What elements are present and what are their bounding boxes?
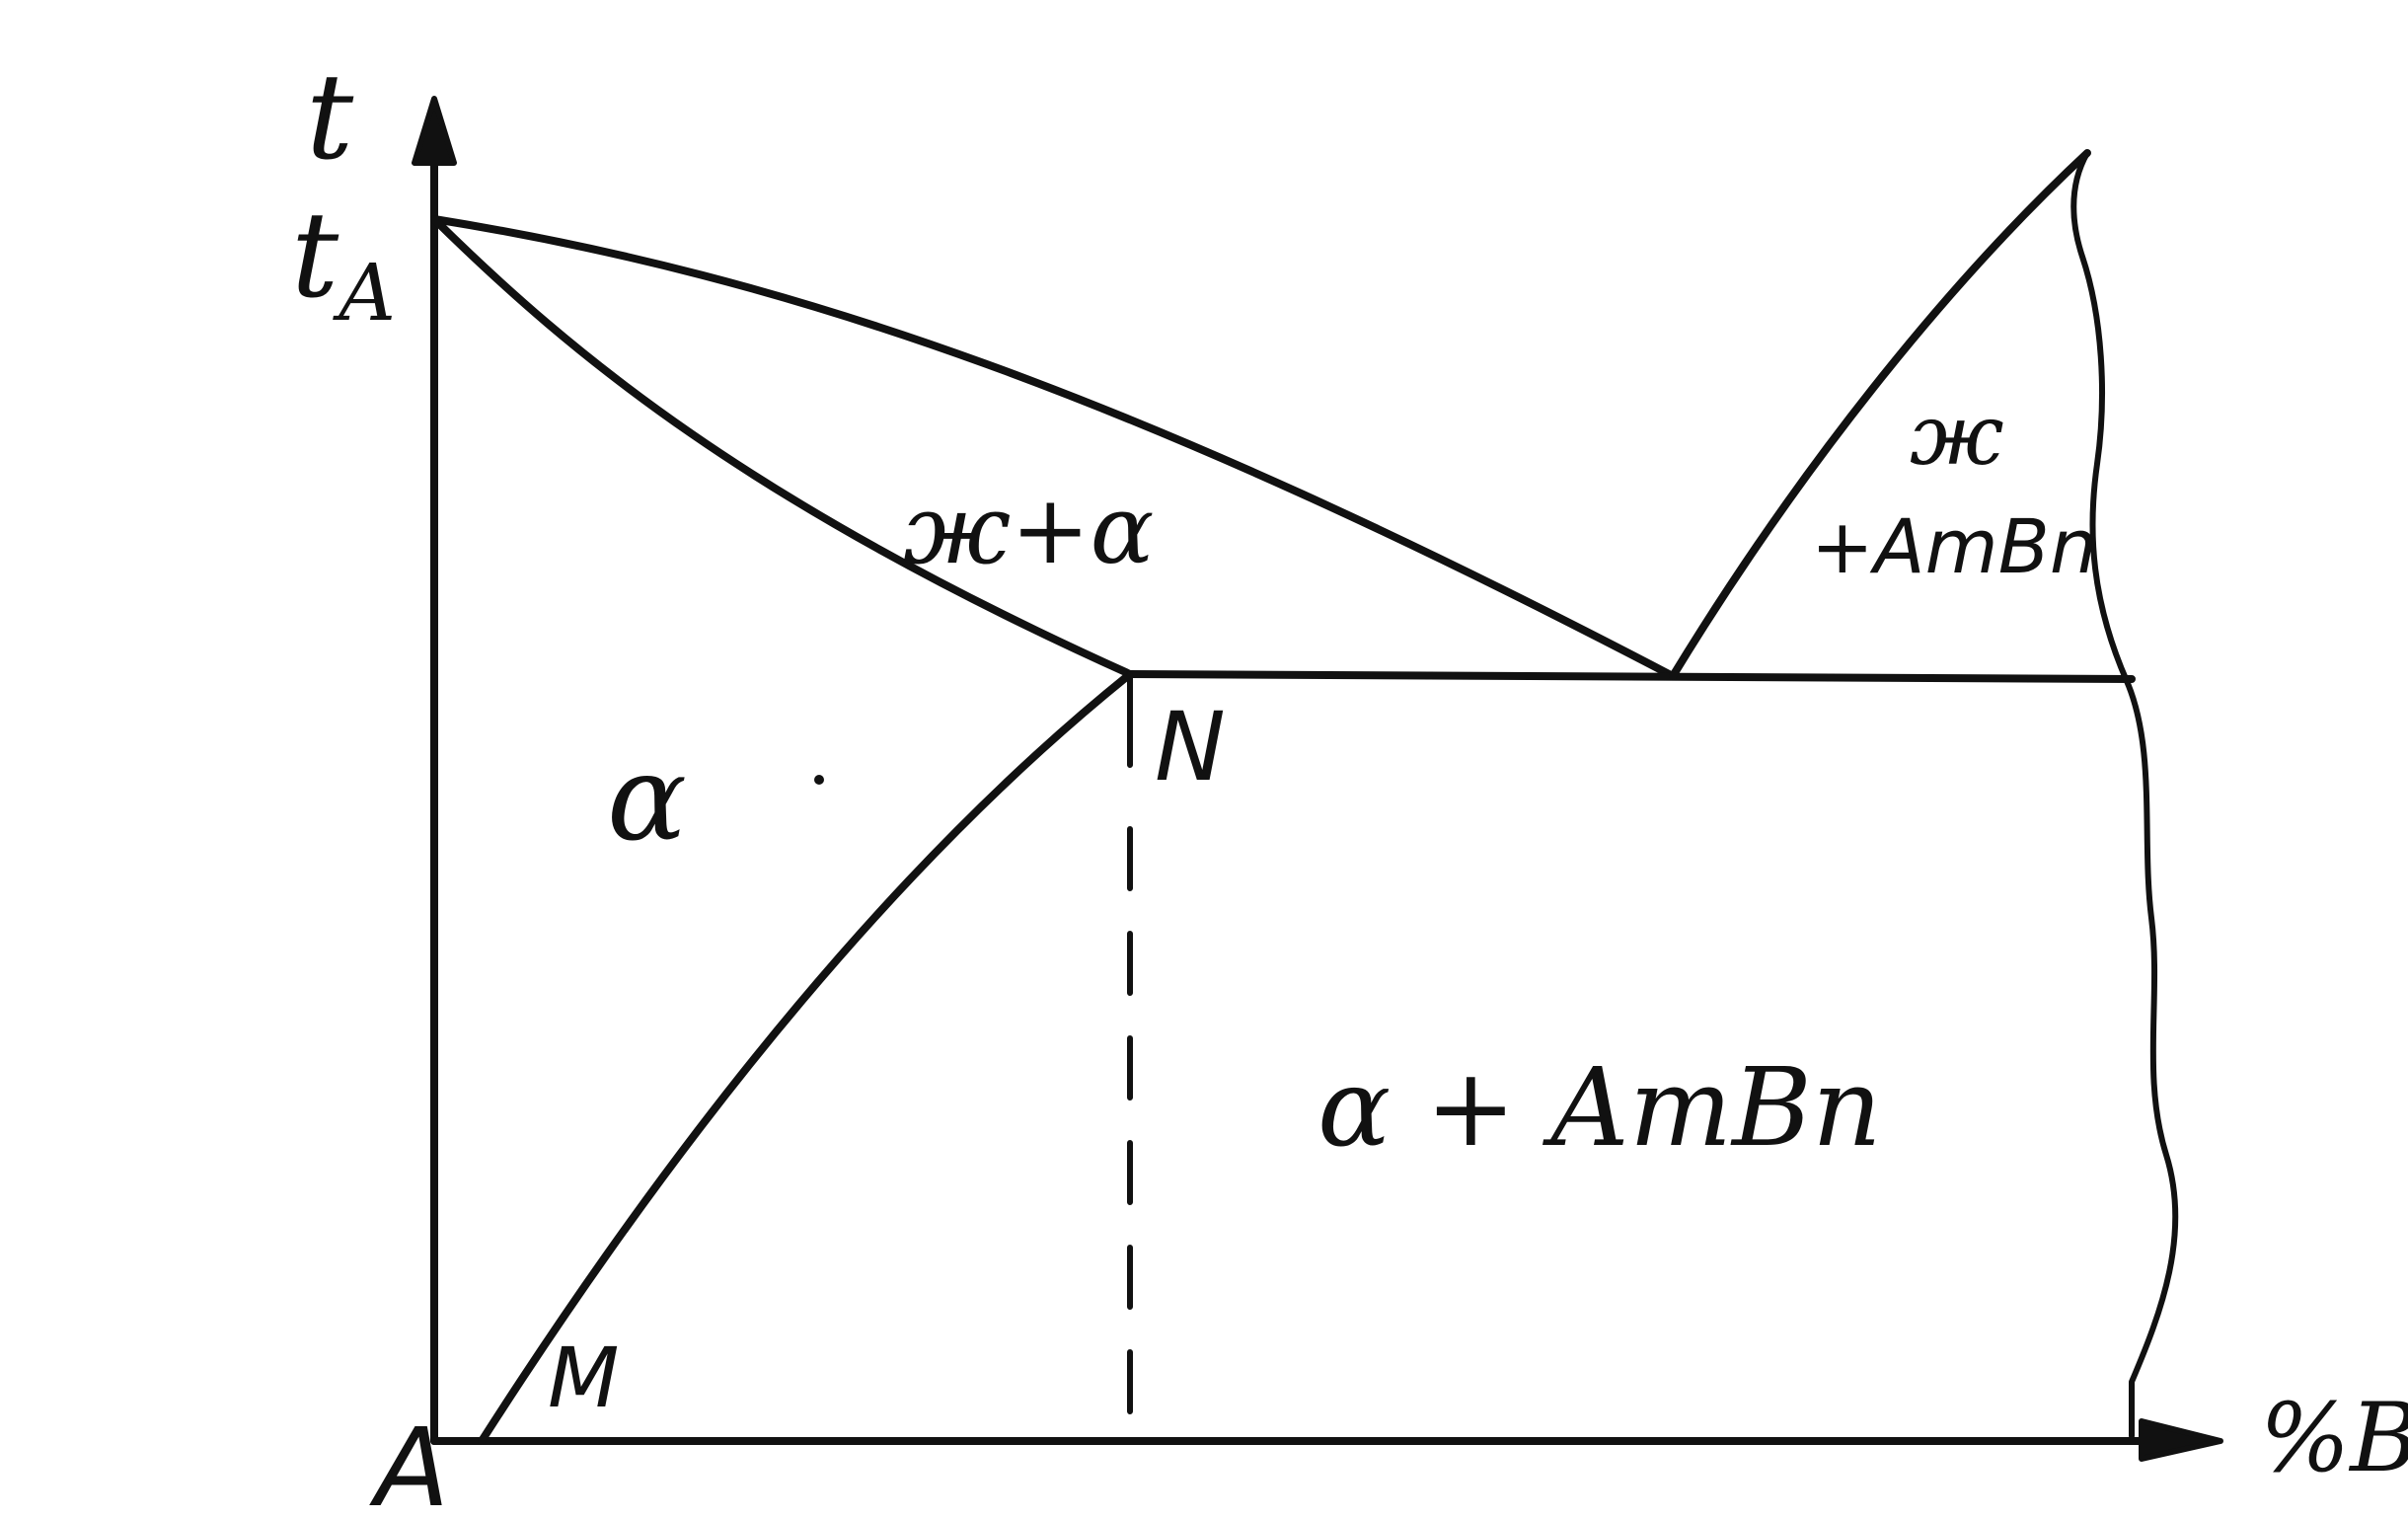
solidus-curve	[430, 215, 1134, 678]
y-axis-arrow	[412, 96, 457, 166]
liquidus-compound-curve	[1669, 149, 2091, 680]
region-liquid-alpha-part2: +α	[1011, 475, 1154, 585]
t-a-subscript: A	[332, 247, 396, 339]
region-liquid-compound-top: ж	[1910, 387, 2003, 484]
t-a-main: t	[291, 188, 339, 325]
break-line	[2070, 150, 2179, 1439]
region-liquid-compound-bottom: +AmBn	[1811, 502, 2097, 590]
y-axis-label: t	[306, 49, 354, 187]
region-alpha: α	[607, 730, 687, 868]
liquidus-curve	[430, 215, 1677, 680]
point-m-label: M	[548, 1329, 619, 1426]
eutectic-line	[1126, 670, 2136, 683]
t-a-label: tA	[291, 188, 396, 339]
origin-label: A	[369, 1405, 449, 1519]
region-liquid-alpha-part1: ж	[903, 475, 1011, 585]
stray-dot	[814, 775, 824, 785]
region-liquid-alpha: ж+α	[903, 475, 1154, 585]
x-axis-label: %B	[2260, 1383, 2408, 1493]
solvus-curve	[478, 670, 1134, 1445]
region-alpha-compound: α + AmBn	[1317, 1044, 1882, 1171]
x-axis-arrow	[2139, 1418, 2223, 1462]
point-n-label: N	[1155, 692, 1226, 802]
